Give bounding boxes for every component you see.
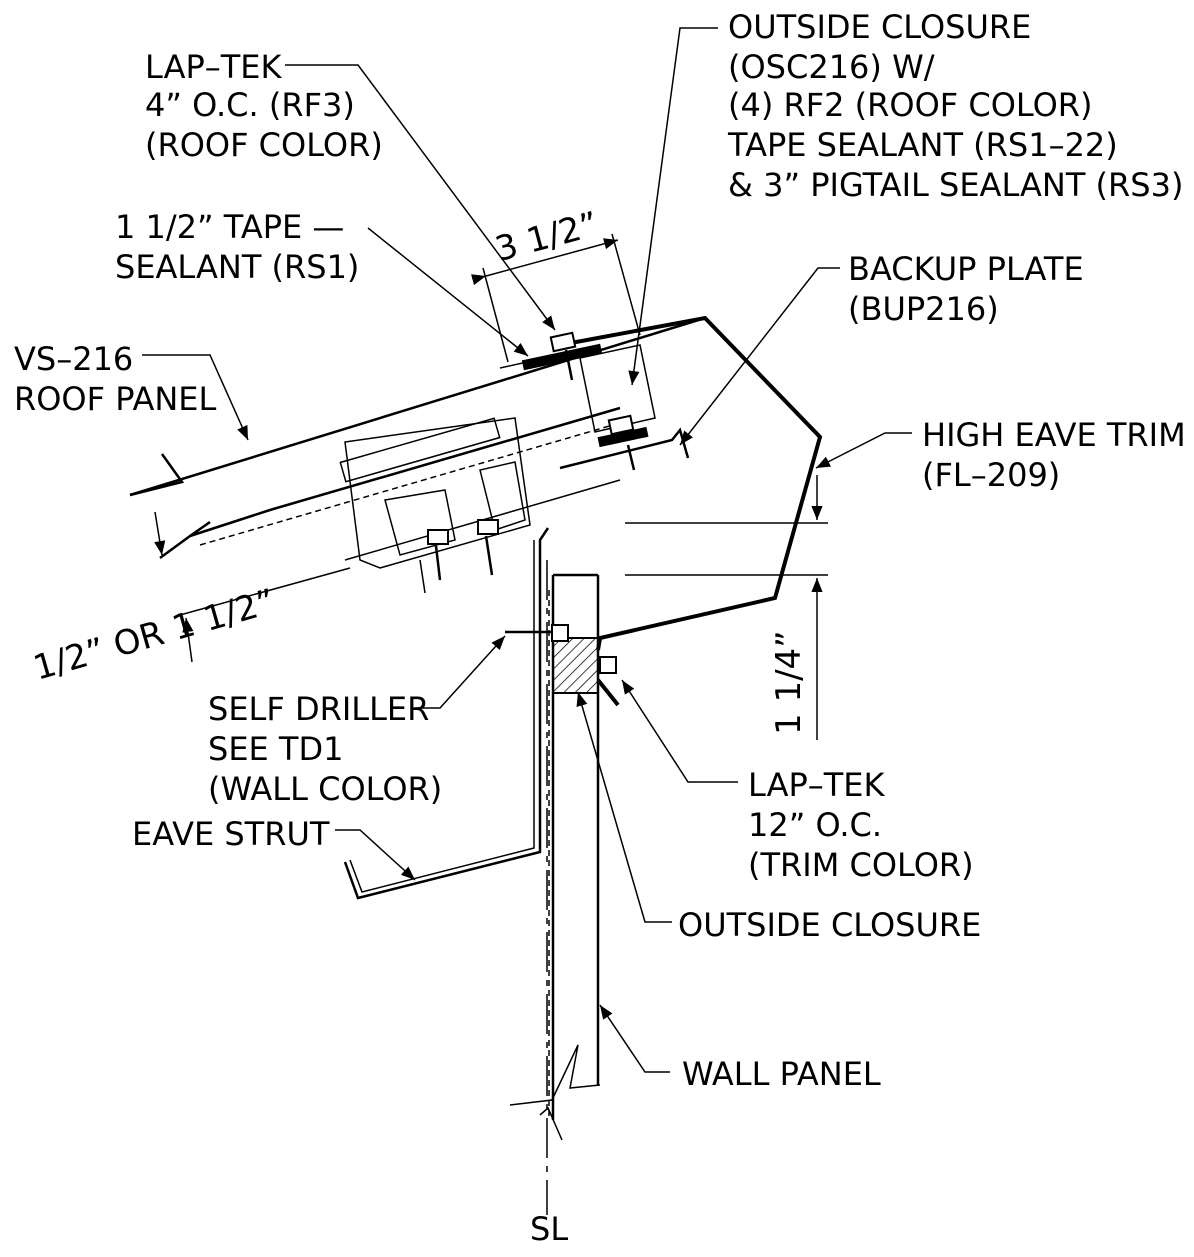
fastener-lap-tek-wall [596,656,620,707]
label-eave-strut: EAVE STRUT [132,815,330,853]
leader-outside-closure-top [628,27,718,386]
label-sidewall-line: SL [530,1210,568,1248]
label-roof-panel: VS–216 ROOF PANEL [14,340,216,418]
leader-roof-panel [142,354,249,441]
leader-wall-panel [599,1004,670,1073]
roof-outside-closure-shape [579,344,656,433]
fastener-top-lap [549,331,577,381]
label-lap-tek-bottom: LAP–TEK 12” O.C. (TRIM COLOR) [748,766,974,884]
high-eave-trim-shape [559,315,823,651]
leader-outside-closure-bottom [576,691,672,923]
label-self-driller: SELF DRILLER SEE TD1 (WALL COLOR) [208,690,442,808]
fastener-strut-2 [477,519,499,576]
label-backup-plate: BACKUP PLATE (BUP216) [848,250,1094,328]
dimension-insulation-text: 1/2” OR 1 1/2” [29,581,279,688]
dimension-trim-height-text: 1 1/4” [769,630,809,735]
fastener-backup [597,414,649,471]
dimension-trim-height: 1 1/4” [625,475,828,740]
label-lap-tek-top: LAP–TEK 4” O.C. (RF3) (ROOF COLOR) [145,48,383,164]
leader-lap-tek-bottom [621,679,738,783]
label-high-eave-trim: HIGH EAVE TRIM (FL–209) [922,416,1194,494]
label-outside-closure-top: OUTSIDE CLOSURE (OSC216) W/ (4) RF2 (ROO… [727,8,1183,204]
label-wall-panel: WALL PANEL [682,1055,881,1093]
leader-backup-plate [679,267,840,446]
leader-lap-tek-top [285,64,556,331]
leader-tape-sealant [367,227,529,357]
wall-outside-closure-shape [552,637,599,694]
dimension-insulation: 1/2” OR 1 1/2” [29,511,351,689]
fastener-self-driller [505,624,569,642]
label-outside-closure-bottom: OUTSIDE CLOSURE [678,906,981,944]
fastener-strut-1 [419,529,449,594]
leader-self-driller [415,635,506,709]
eave-strut-shape [343,527,550,900]
label-tape-sealant: 1 1/2” TAPE — SEALANT (RS1) [115,208,359,286]
leader-eave-strut [335,829,416,881]
leader-high-eave-trim [815,432,912,469]
